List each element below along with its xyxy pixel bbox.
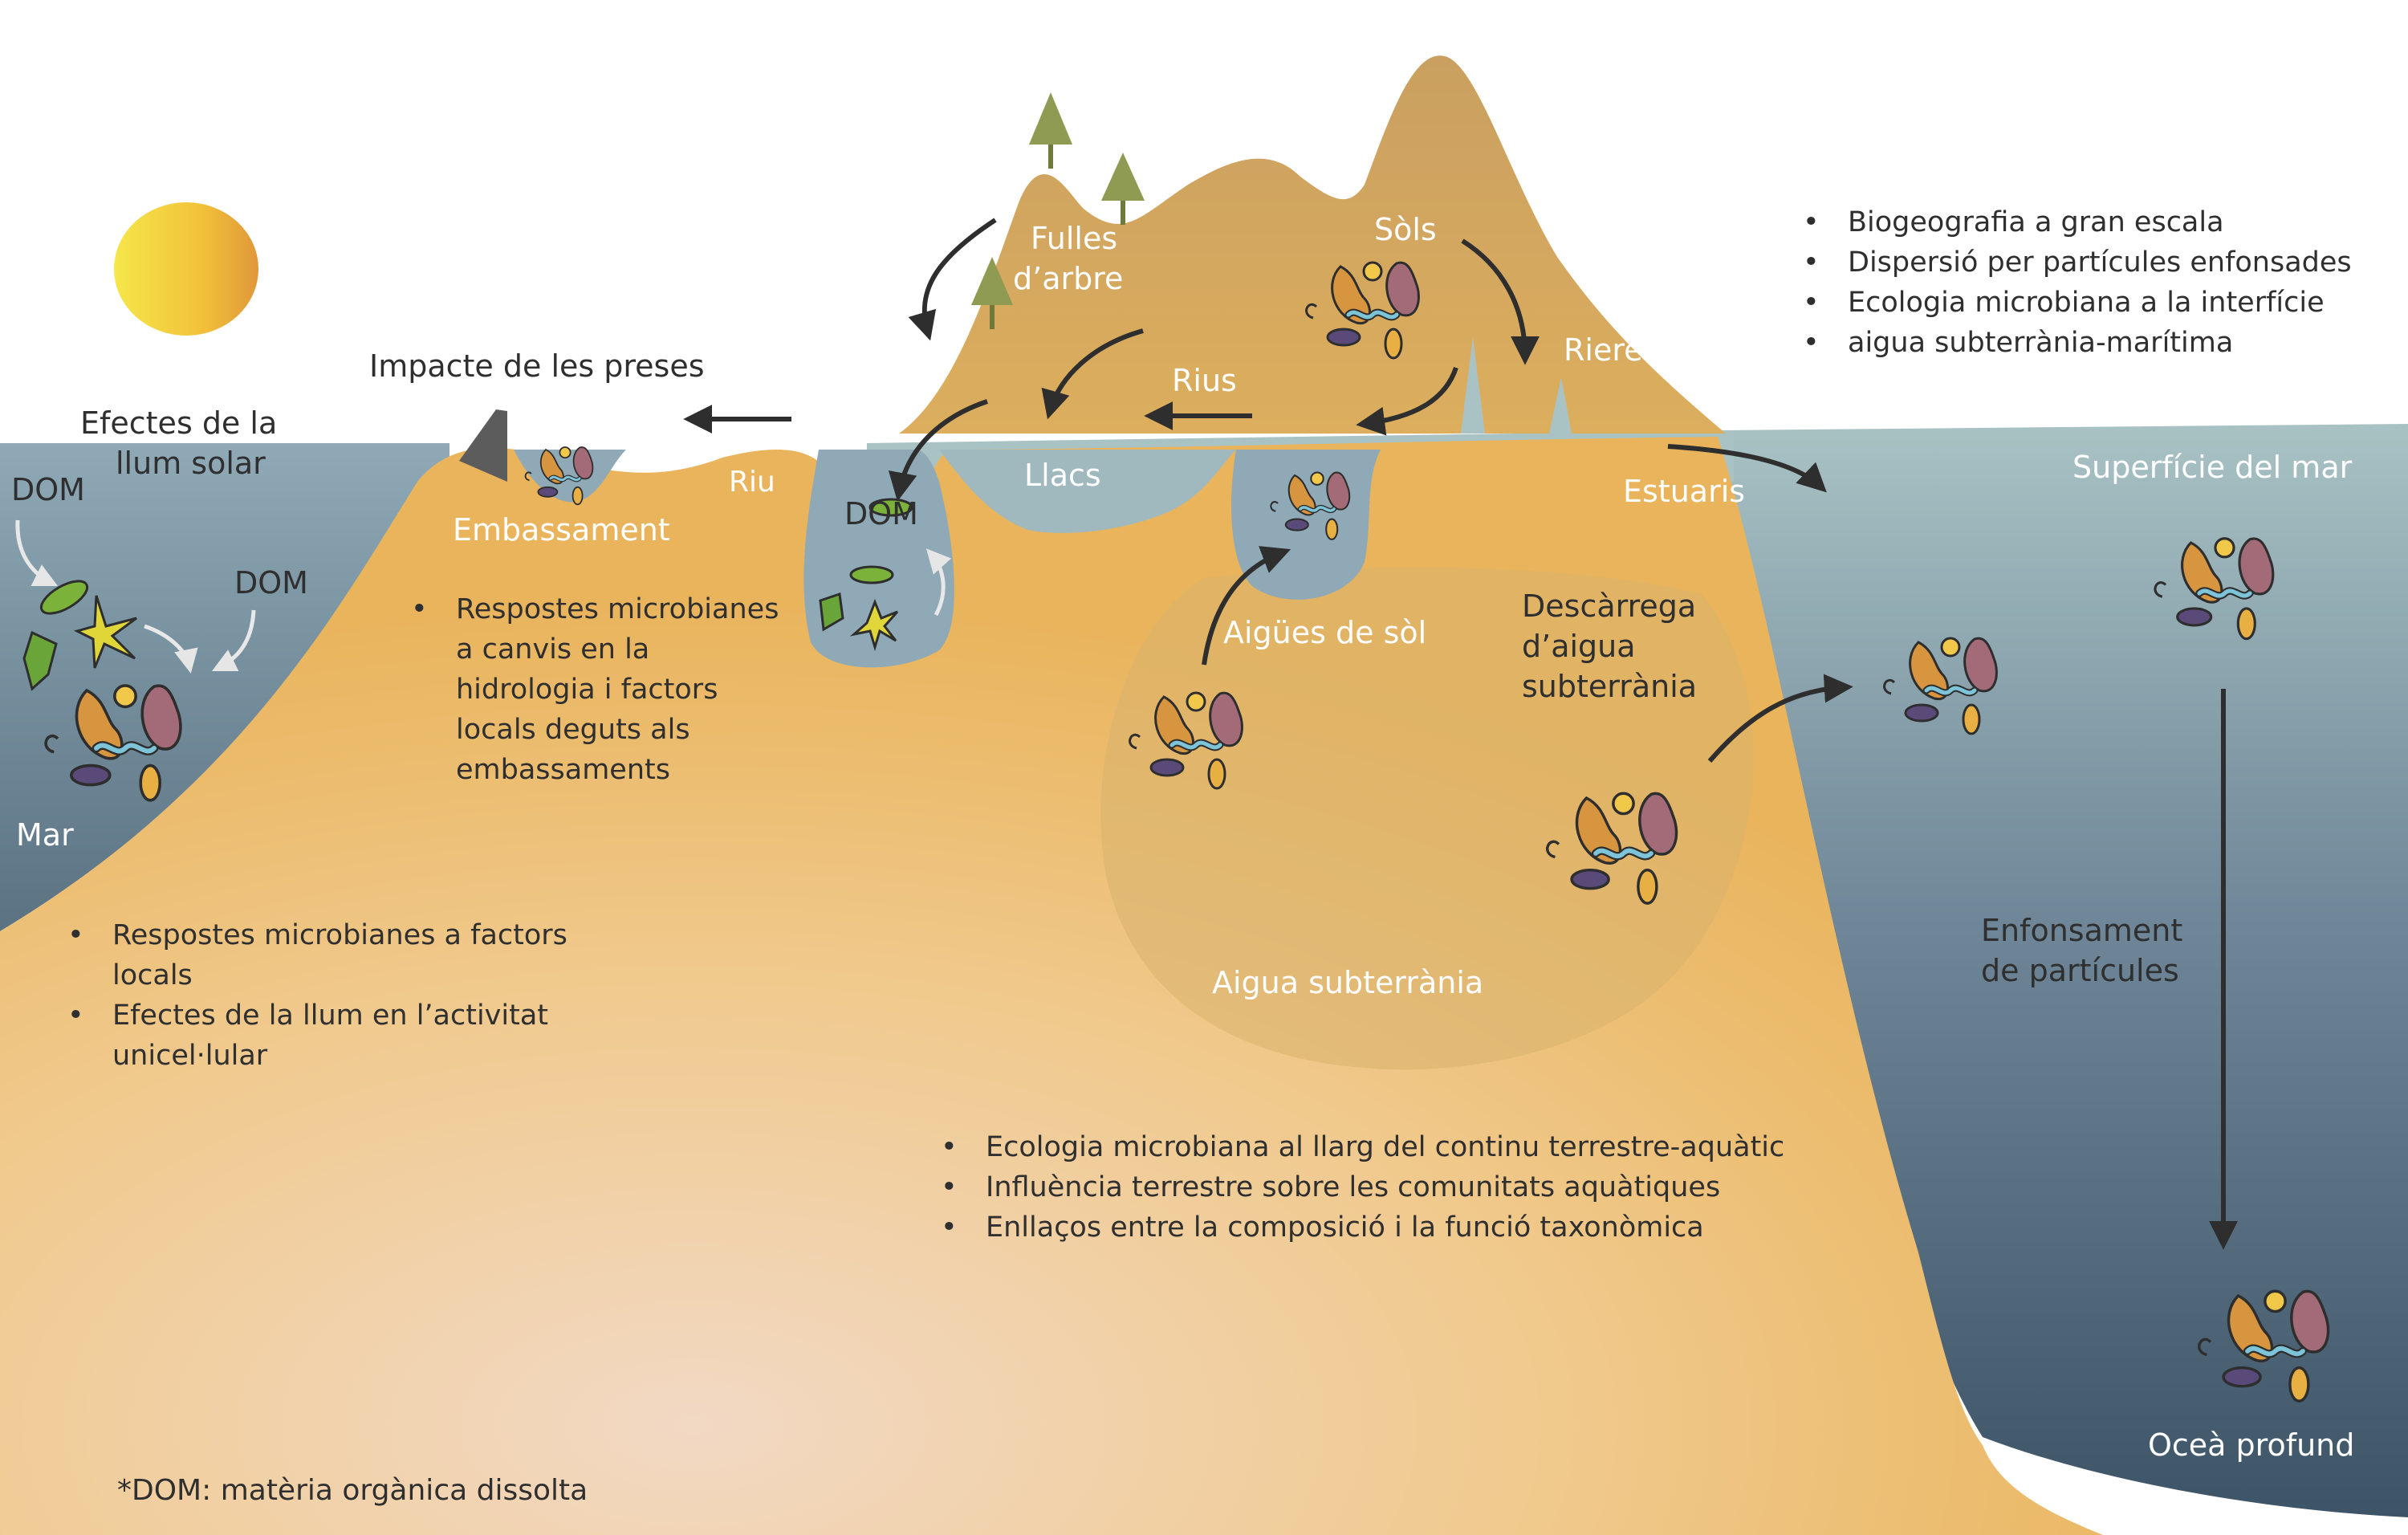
label-tree-leaves-2: d’arbre [1013, 261, 1124, 296]
bullet-item: Biogeografia a gran escala [1803, 202, 2352, 242]
bullets-reservoir: Respostes microbianes [411, 589, 779, 629]
bullet-item: Efectes de la llum en l’activitat [67, 996, 548, 1036]
label-reservoir: Embassament [453, 512, 670, 548]
bullet-item-continuation: aigua subterrània-marítima [1803, 323, 2352, 363]
label-sea: Mar [16, 817, 74, 853]
bullet-sea-line-4: unicel·lular [112, 1040, 268, 1072]
label-sunlight-effects-1: Efectes de la [80, 405, 278, 441]
footnote-dom: *DOM: matèria orgànica dissolta [117, 1474, 588, 1507]
bullet-continuation-text: aigua subterrània-marítima [1848, 327, 2234, 359]
bullet-reservoir-line-4: locals deguts als [456, 714, 690, 746]
bullets-bottom-center: Ecologia microbiana al llarg del continu… [941, 1127, 1784, 1248]
label-dom-1: DOM [11, 472, 85, 507]
label-groundwater: Aigua subterrània [1212, 965, 1484, 1000]
bullet-reservoir-line-3: hidrologia i factors [456, 674, 718, 706]
bullet-item: Ecologia microbiana al llarg del continu… [941, 1127, 1784, 1167]
bullets-sea-2: Efectes de la llum en l’activitat [67, 996, 548, 1036]
label-river: Riu [729, 466, 775, 499]
bullet-sea-line-2: locals [112, 959, 193, 991]
label-estuaries: Estuaris [1623, 474, 1746, 509]
bullet-item: Respostes microbianes a factors [67, 915, 567, 955]
label-tree-leaves-1: Fulles [1031, 221, 1118, 256]
bullet-reservoir-line-5: embassaments [456, 754, 670, 786]
bullet-item: Influència terrestre sobre les comunitat… [941, 1167, 1784, 1207]
label-streams: Rieres [1564, 332, 1659, 368]
label-rivers: Rius [1172, 363, 1237, 398]
label-sunlight-effects-2: llum solar [116, 446, 266, 481]
bullets-top-right: Biogeografia a gran escala Dispersió per… [1803, 202, 2352, 363]
bullet-reservoir-line-2: a canvis en la [456, 633, 650, 666]
label-soils: Sòls [1374, 212, 1437, 247]
label-particle-sinking-2: de partícules [1981, 953, 2179, 988]
label-groundwater-discharge-2: d’aigua [1522, 629, 1636, 664]
label-groundwater-discharge-1: Descàrrega [1522, 588, 1697, 624]
label-particle-sinking-1: Enfonsament [1981, 913, 2183, 948]
bullet-item: Dispersió per partícules enfonsades [1803, 242, 2352, 283]
label-soil-water: Aigües de sòl [1223, 615, 1427, 650]
bullet-item: Respostes microbianes [411, 589, 779, 629]
bullet-item: Ecologia microbiana a la interfície [1803, 283, 2352, 323]
label-dom-2: DOM [234, 565, 308, 601]
label-dam-impact: Impacte de les preses [369, 348, 705, 384]
label-deep-ocean: Oceà profund [2148, 1427, 2355, 1463]
label-lakes: Llacs [1024, 458, 1101, 493]
label-groundwater-discharge-3: subterrània [1522, 669, 1698, 704]
label-sea-surface: Superfície del mar [2072, 450, 2353, 485]
label-dom-3: DOM [844, 496, 918, 531]
bullet-item: Enllaços entre la composició i la funció… [941, 1207, 1784, 1248]
bullets-sea: Respostes microbianes a factors [67, 915, 567, 955]
